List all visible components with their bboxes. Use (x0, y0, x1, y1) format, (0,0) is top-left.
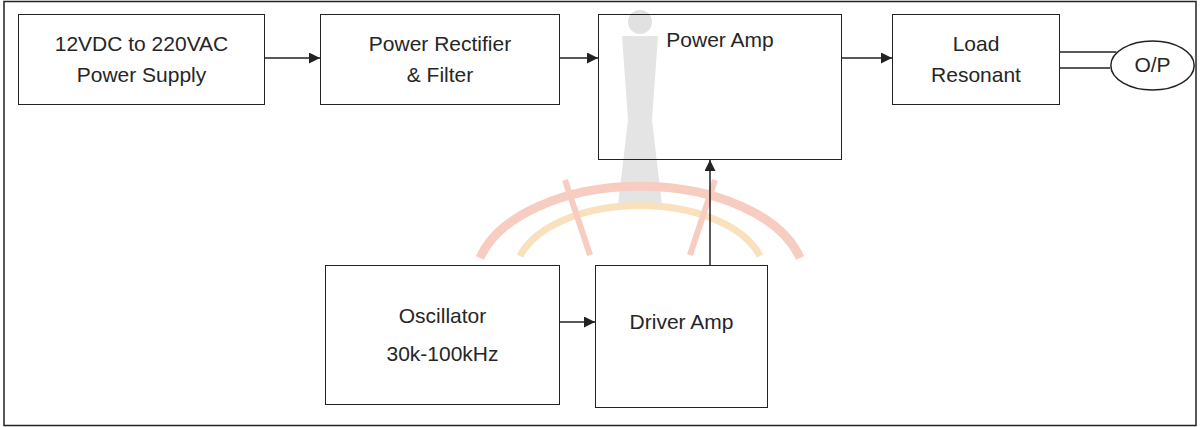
block-box: 12VDC to 220VAC Power Supply (18, 14, 265, 105)
output-line (1060, 51, 1116, 53)
block-box: Power Amp (598, 14, 842, 160)
watermark-logo (480, 10, 800, 258)
output-line (1060, 67, 1110, 69)
ellipse-outline (1111, 41, 1194, 90)
block-box: Power Rectifier & Filter (320, 14, 560, 105)
signal-arrow (560, 321, 595, 323)
watermark-ladder (565, 180, 715, 255)
outer-frame (4, 2, 1196, 426)
block-label: 30k-100kHz (386, 339, 498, 369)
block-label: 12VDC to 220VAC Power Supply (34, 29, 249, 90)
block-label: O/P (1134, 50, 1170, 80)
block-box: Load Resonant (892, 14, 1060, 105)
block-label: Oscillator (399, 301, 487, 331)
signal-arrow (560, 57, 598, 59)
block-label: Power Amp (666, 25, 773, 55)
signal-arrow (709, 160, 711, 265)
block-box: Oscillator 30k-100kHz (325, 265, 560, 405)
watermark-arc (480, 186, 800, 258)
signal-arrow (842, 57, 892, 59)
output-ellipse: O/P (1110, 40, 1195, 91)
block-label: Power Rectifier & Filter (360, 29, 520, 90)
watermark-figure (618, 36, 662, 205)
block-label: Load Resonant (921, 29, 1031, 90)
signal-arrow (265, 57, 320, 59)
block-box: Driver Amp (595, 265, 768, 408)
block-label: Driver Amp (630, 307, 734, 337)
watermark-arc (520, 206, 760, 256)
